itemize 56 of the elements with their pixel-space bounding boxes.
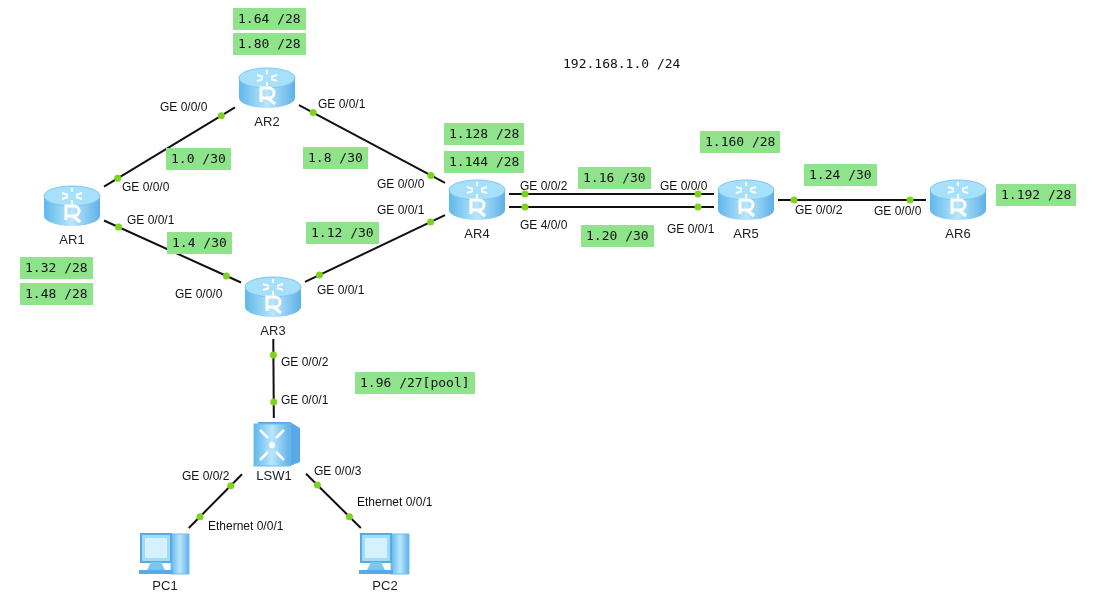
- address-label: 1.192 /28: [996, 184, 1077, 206]
- address-label: 1.8 /30: [303, 147, 368, 169]
- address-label: 1.24 /30: [804, 164, 877, 186]
- link-line: [508, 206, 715, 208]
- network-label: 192.168.1.0 /24: [562, 55, 682, 73]
- port-label: GE 0/0/1: [317, 283, 365, 297]
- link-line: [272, 338, 275, 419]
- link-line: [103, 106, 236, 188]
- port-label: GE 0/0/1: [667, 222, 715, 236]
- device-name: AR1: [58, 232, 86, 247]
- address-label: 1.128 /28: [444, 123, 525, 145]
- port-label: GE 0/0/1: [377, 203, 425, 217]
- device-name: LSW1: [255, 468, 293, 483]
- address-label: 1.12 /30: [306, 222, 379, 244]
- address-label: 1.80 /28: [233, 33, 306, 55]
- device-name: AR6: [944, 226, 972, 241]
- port-label: GE 0/0/2: [795, 203, 843, 217]
- address-label: 1.48 /28: [20, 283, 93, 305]
- address-label: 1.0 /30: [166, 148, 231, 170]
- device-name: AR4: [463, 226, 491, 241]
- port-label: Ethernet 0/0/1: [357, 495, 433, 509]
- port-label: GE 4/0/0: [520, 218, 568, 232]
- link-line: [305, 472, 362, 529]
- port-label: GE 0/0/0: [160, 100, 208, 114]
- port-label: GE 0/0/1: [318, 97, 366, 111]
- port-label: GE 0/0/1: [127, 213, 175, 227]
- address-label: 1.144 /28: [444, 151, 525, 173]
- address-label: 1.64 /28: [233, 8, 306, 30]
- port-label: GE 0/0/0: [122, 180, 170, 194]
- device-name: PC1: [151, 578, 179, 593]
- link-line: [777, 199, 927, 201]
- address-label: 1.32 /28: [20, 257, 93, 279]
- port-label: GE 0/0/0: [874, 204, 922, 218]
- address-label: 1.20 /30: [581, 225, 654, 247]
- port-label: GE 0/0/1: [281, 393, 329, 407]
- port-label: GE 0/0/0: [660, 179, 708, 193]
- link-line: [103, 219, 242, 284]
- port-label: Ethernet 0/0/1: [208, 519, 284, 533]
- link-line: [298, 104, 446, 184]
- link-line: [304, 214, 446, 283]
- port-label: GE 0/0/2: [520, 179, 568, 193]
- link-line: [187, 473, 243, 529]
- address-label: 1.160 /28: [700, 131, 781, 153]
- port-label: GE 0/0/2: [182, 469, 230, 483]
- device-name: AR2: [253, 114, 281, 129]
- port-label: GE 0/0/2: [281, 355, 329, 369]
- device-name: PC2: [371, 578, 399, 593]
- port-label: GE 0/0/3: [314, 464, 362, 478]
- port-label: GE 0/0/0: [377, 177, 425, 191]
- address-label: 1.96 /27[pool]: [355, 372, 475, 394]
- device-name: AR5: [732, 226, 760, 241]
- address-label: 1.4 /30: [167, 232, 232, 254]
- link-line: [508, 193, 715, 195]
- port-label: GE 0/0/0: [175, 287, 223, 301]
- device-name: AR3: [259, 323, 287, 338]
- address-label: 1.16 /30: [578, 167, 651, 189]
